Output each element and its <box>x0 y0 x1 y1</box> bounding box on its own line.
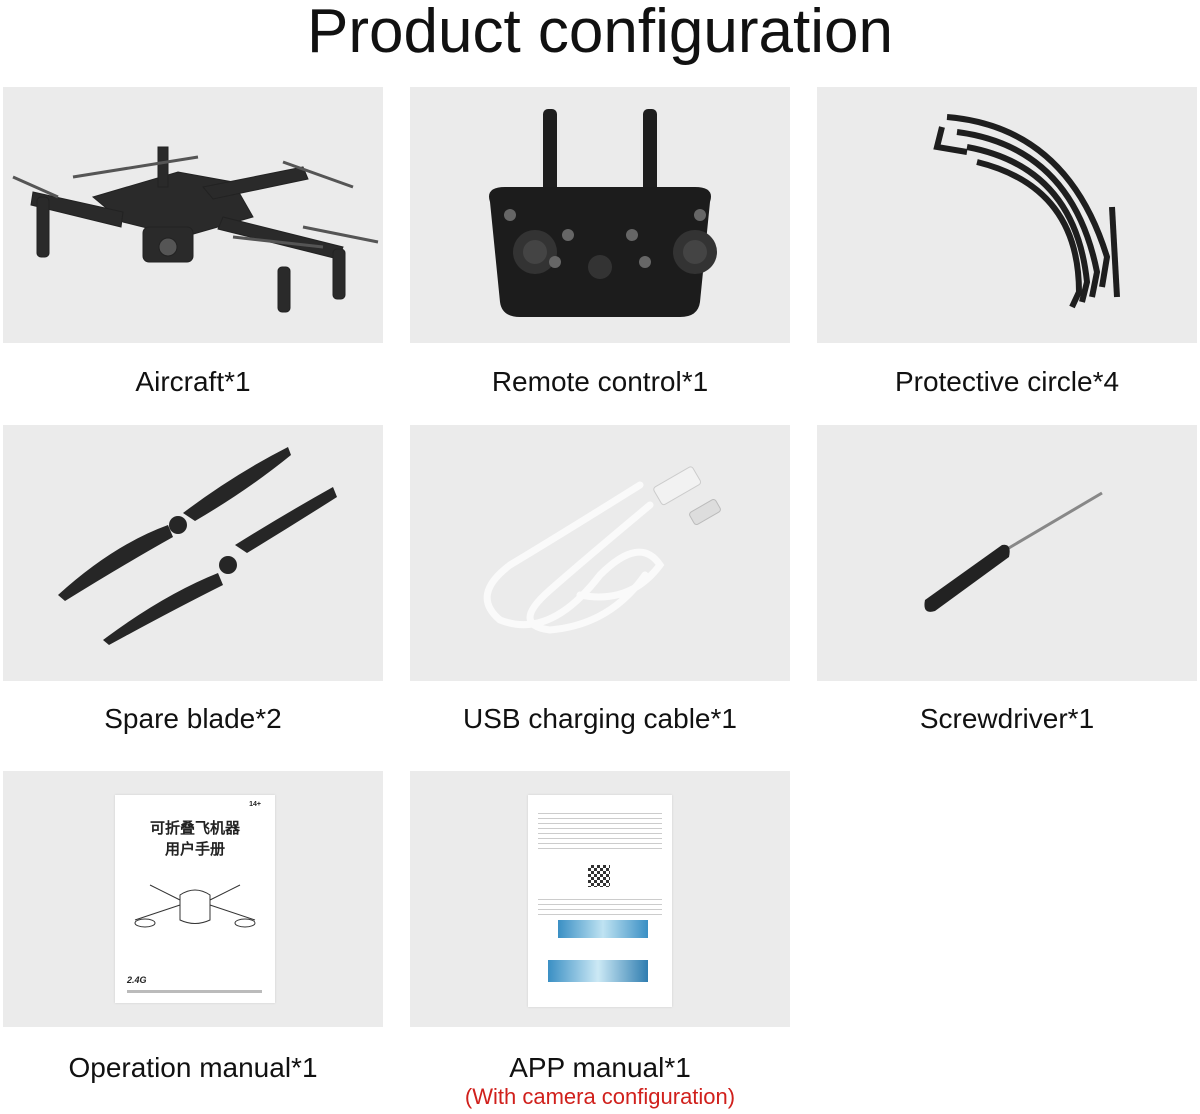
qr-code-icon <box>588 865 610 887</box>
item-label: APP manual*1 <box>509 1052 691 1083</box>
item-label: Spare blade*2 <box>104 703 282 734</box>
propeller-guard-icon <box>933 114 1120 309</box>
usb-cable-panel <box>410 425 790 681</box>
remote-control-panel <box>410 87 790 343</box>
item-label: Operation manual*1 <box>68 1052 318 1083</box>
app-manual-icon <box>528 795 672 1007</box>
protective-circle-panel <box>817 87 1197 343</box>
item-label: Protective circle*4 <box>894 366 1120 397</box>
drone-icon <box>12 146 379 313</box>
item-label: USB charging cable*1 <box>463 703 737 734</box>
screwdriver-panel <box>817 425 1197 681</box>
manual-cover-subtitle: 用户手册 <box>164 841 225 858</box>
spare-blade-panel <box>3 425 383 681</box>
item-label: Aircraft*1 <box>135 366 251 397</box>
usb-cable-icon <box>483 466 721 634</box>
band-logo: 2.4G <box>127 975 147 985</box>
aircraft-panel <box>3 87 383 343</box>
app-manual-panel <box>410 771 790 1027</box>
page-title: Product configuration <box>307 0 893 66</box>
item-label: Remote control*1 <box>491 366 709 397</box>
item-sublabel: (With camera configuration) <box>464 1084 736 1109</box>
screwdriver-icon <box>924 491 1103 612</box>
remote-control-icon <box>489 109 717 317</box>
drone-drawing-icon <box>134 884 256 928</box>
age-rating: 14+ <box>249 801 261 808</box>
manual-icon: 14+ 可折叠飞机器 用户手册 2.4G <box>115 795 275 1003</box>
item-label: Screwdriver*1 <box>919 703 1095 734</box>
manual-cover-title: 可折叠飞机器 <box>149 820 240 837</box>
operation-manual-panel: 14+ 可折叠飞机器 用户手册 2.4G <box>3 771 383 1027</box>
propeller-blade-icon <box>58 447 337 645</box>
